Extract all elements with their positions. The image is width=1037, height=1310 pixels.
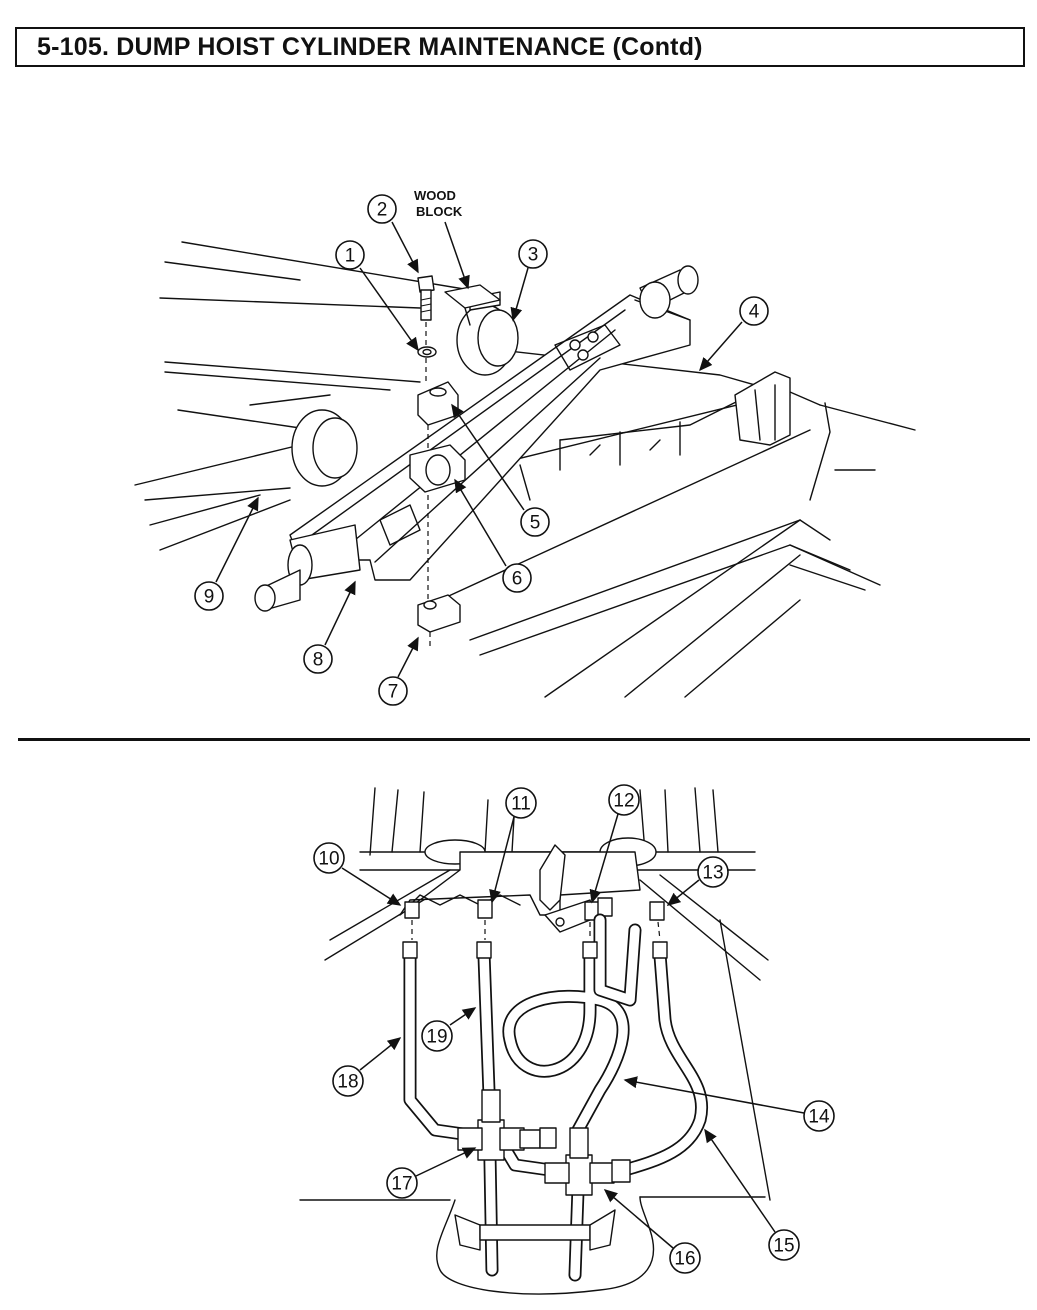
svg-text:3: 3 bbox=[528, 245, 539, 266]
callout-7: 7 bbox=[378, 676, 408, 706]
callout-18: 18 bbox=[332, 1065, 364, 1097]
svg-text:14: 14 bbox=[808, 1107, 830, 1128]
section-header: 5-105. DUMP HOIST CYLINDER MAINTENANCE (… bbox=[15, 27, 1025, 67]
svg-text:2: 2 bbox=[377, 200, 388, 221]
callout-3: 3 bbox=[518, 239, 548, 269]
hose-15 bbox=[618, 948, 709, 1177]
hose-lower-left bbox=[483, 1153, 499, 1277]
svg-text:13: 13 bbox=[702, 863, 723, 884]
svg-text:11: 11 bbox=[511, 794, 531, 815]
callout-16: 16 bbox=[669, 1242, 701, 1274]
callout-19: 19 bbox=[421, 1020, 453, 1052]
callout-6: 6 bbox=[502, 563, 532, 593]
hose-return-loop bbox=[593, 913, 642, 1007]
callout-11: 11 bbox=[505, 787, 537, 819]
tee-fitting-17 bbox=[457, 1089, 557, 1161]
svg-text:15: 15 bbox=[773, 1236, 794, 1257]
callout-12: 12 bbox=[608, 784, 640, 816]
svg-text:10: 10 bbox=[318, 849, 339, 870]
hose-end-fittings bbox=[402, 941, 668, 959]
svg-text:8: 8 bbox=[313, 650, 324, 671]
callout-1: 1 bbox=[335, 240, 365, 270]
tee-fitting-16 bbox=[544, 1127, 631, 1196]
callout-10: 10 bbox=[313, 842, 345, 874]
svg-text:12: 12 bbox=[613, 791, 634, 812]
bolt-assembly bbox=[409, 275, 466, 648]
svg-text:17: 17 bbox=[391, 1174, 412, 1195]
svg-text:6: 6 bbox=[512, 569, 523, 590]
callout-4: 4 bbox=[739, 296, 769, 326]
hose-18 bbox=[403, 948, 477, 1142]
svg-text:1: 1 bbox=[345, 246, 356, 267]
hose-14 bbox=[502, 948, 630, 1137]
section-title: 5-105. DUMP HOIST CYLINDER MAINTENANCE (… bbox=[37, 33, 703, 61]
callout-9: 9 bbox=[194, 581, 224, 611]
svg-text:19: 19 bbox=[426, 1027, 447, 1048]
svg-text:9: 9 bbox=[204, 587, 215, 608]
svg-text:16: 16 bbox=[674, 1249, 695, 1270]
callout-8: 8 bbox=[303, 644, 333, 674]
callout-17: 17 bbox=[386, 1167, 418, 1199]
svg-text:18: 18 bbox=[337, 1072, 358, 1093]
callout-14: 14 bbox=[803, 1100, 835, 1132]
callout-13: 13 bbox=[697, 856, 729, 888]
callout-2: 2 bbox=[367, 194, 397, 224]
left-trunnion-hub bbox=[254, 409, 361, 612]
svg-text:7: 7 bbox=[388, 682, 399, 703]
svg-text:5: 5 bbox=[530, 513, 541, 534]
figure-divider bbox=[18, 738, 1030, 741]
wood-block-label: WOOD BLOCK bbox=[414, 188, 463, 219]
callout-15: 15 bbox=[768, 1229, 800, 1261]
svg-text:4: 4 bbox=[749, 302, 760, 323]
hoist-valve-body bbox=[399, 844, 641, 933]
floor-cutaway bbox=[436, 1196, 655, 1295]
svg-text:WOOD: WOOD bbox=[414, 188, 456, 203]
callout-5: 5 bbox=[520, 507, 550, 537]
svg-text:BLOCK: BLOCK bbox=[416, 204, 463, 219]
crossmember bbox=[439, 349, 916, 698]
